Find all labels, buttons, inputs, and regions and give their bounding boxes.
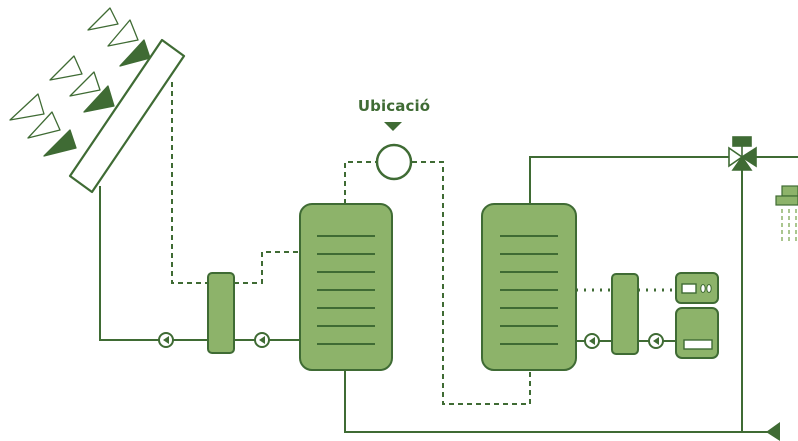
sensor-left-pipe	[344, 161, 376, 204]
sun-ray-icon	[49, 55, 83, 81]
boiler-control-panel	[675, 272, 719, 304]
boiler-body	[675, 307, 719, 359]
heat-exchanger-left	[207, 272, 235, 354]
flow-arrow-icon	[766, 422, 780, 441]
sun-ray-icon	[87, 7, 119, 31]
boiler-unit	[675, 272, 719, 359]
storage-tank-left	[299, 203, 393, 371]
location-label: Ubicació	[357, 97, 431, 115]
sun-ray-icon	[83, 85, 115, 113]
circulation-pump-icon	[584, 333, 600, 349]
sun-ray-icon	[69, 71, 101, 97]
collector-flow-pipe	[171, 82, 208, 284]
exchanger-flow-pipe	[234, 251, 300, 284]
sun-ray-icon	[27, 111, 61, 139]
solar-collector	[68, 38, 186, 194]
shower-head-icon	[775, 185, 798, 244]
sun-rays	[9, 7, 151, 157]
hot-water-pipe	[529, 156, 729, 204]
sun-ray-icon	[9, 93, 45, 121]
sun-ray-icon	[43, 129, 77, 157]
heat-exchanger-right	[611, 273, 639, 355]
location-sensor-icon	[375, 143, 413, 181]
circulation-pump-icon	[648, 333, 664, 349]
sun-ray-icon	[119, 39, 151, 67]
dashed-pipes	[171, 82, 531, 405]
circulation-pump-icon	[254, 332, 270, 348]
sensor-right-pipe	[412, 161, 531, 405]
location-marker-icon	[384, 122, 402, 131]
sun-ray-icon	[107, 19, 139, 47]
mixing-valve-icon	[728, 136, 757, 171]
storage-tank-right	[481, 203, 577, 371]
circulation-pump-icon	[158, 332, 174, 348]
tank-outlet-pipe	[344, 370, 770, 433]
collector-return-pipe	[99, 186, 300, 341]
